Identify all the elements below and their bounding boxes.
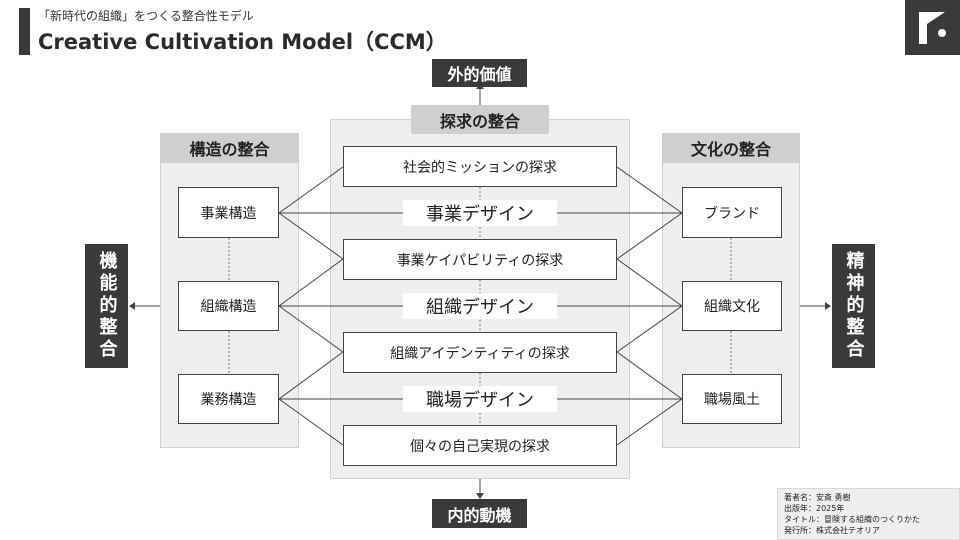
structure-item-organization: 組織構造 [178,281,279,331]
credit-book-title: タイトル：冒険する組織のつくりかた [784,515,920,524]
culture-item-workplace-climate: 職場風土 [682,374,782,424]
company-logo-icon [905,0,960,55]
credits-box: 著者名：安斎 勇樹 出版年：2025年 タイトル：冒険する組織のつくりかた 発行… [777,488,960,540]
credit-year: 出版年：2025年 [784,504,845,513]
page-title: Creative Cultivation Model（CCM） [38,30,447,54]
exploration-self-actualization: 個々の自己実現の探求 [343,425,617,466]
outer-label-functional-alignment: 機能的整合 [85,244,128,368]
design-workplace: 職場デザイン [403,386,557,412]
culture-panel-header: 文化の整合 [662,133,800,163]
page-subtitle: 「新時代の組織」をつくる整合性モデル [38,9,254,23]
exploration-social-mission: 社会的ミッションの探求 [343,146,617,187]
credit-author: 著者名：安斎 勇樹 [784,493,851,502]
design-organization: 組織デザイン [403,293,557,319]
culture-item-brand: ブランド [682,187,782,238]
outer-label-external-value: 外的価値 [432,59,527,87]
outer-label-internal-motivation: 内的動機 [432,499,527,528]
structure-item-business: 事業構造 [178,187,279,238]
structure-item-operations: 業務構造 [178,374,279,424]
credit-publisher: 発行所：株式会社テオリア [784,526,880,535]
title-accent-bar [19,8,30,55]
exploration-org-identity: 組織アイデンティティの探求 [343,332,617,373]
exploration-panel-header: 探求の整合 [411,105,549,134]
design-business: 事業デザイン [403,200,557,226]
culture-item-org-culture: 組織文化 [682,281,782,331]
outer-label-spiritual-alignment: 精神的整合 [832,244,875,368]
structure-panel-header: 構造の整合 [160,133,299,163]
exploration-business-capability: 事業ケイパビリティの探求 [343,239,617,280]
